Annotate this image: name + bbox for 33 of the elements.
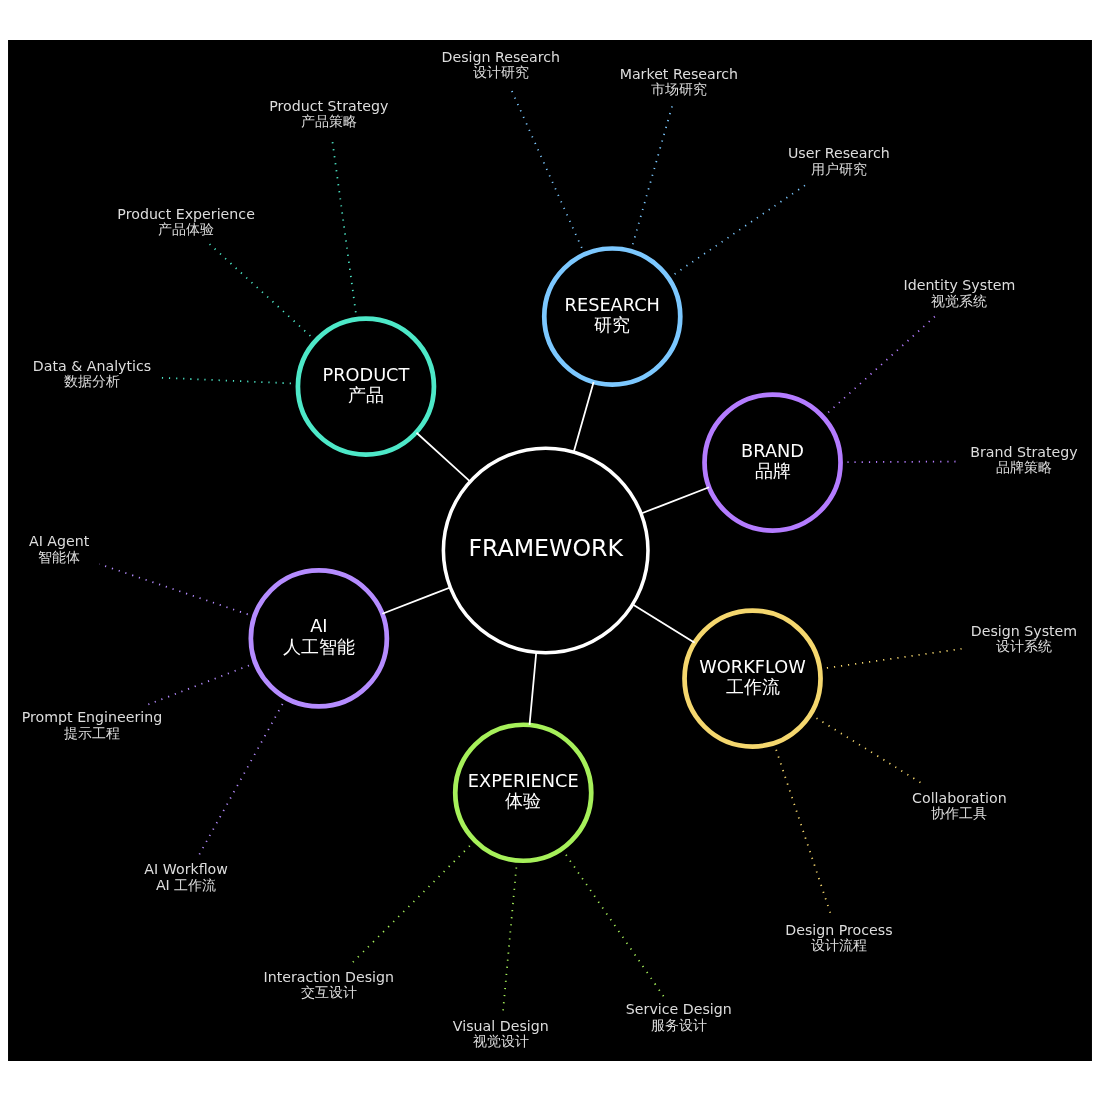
node-text: AI Agent 智能体 [28, 532, 90, 565]
node-text: Design Research 设计研究 [441, 48, 561, 80]
node-text: Design Process 设计流程 [785, 921, 893, 953]
connector [572, 380, 595, 453]
node-text: User Research 用户研究 [787, 144, 890, 177]
connector [640, 485, 710, 514]
connector [381, 586, 452, 615]
node-circle: FRAMEWORK [441, 445, 650, 655]
connector [415, 431, 471, 482]
node-text: Data & Analytics 数据分析 [32, 357, 152, 389]
node-text: Collaboration 协作工具 [912, 789, 1007, 821]
node-circle: PRODUCT 产品 [295, 315, 437, 457]
connector [146, 661, 257, 706]
connector [528, 651, 538, 726]
node-text: AI Workflow AI 工作流 [144, 860, 228, 893]
connector [208, 242, 317, 341]
node-text: Interaction Design 交互设计 [263, 968, 395, 1000]
node-text: Product Experience 产品体验 [117, 205, 255, 237]
node-circle: AI 人工智能 [248, 567, 390, 709]
connector [631, 603, 696, 644]
node-text: Prompt Engineering 提示工程 [21, 708, 163, 741]
node-text: Brand Strategy 品牌策略 [970, 443, 1078, 475]
node-circle: WORKFLOW 工作流 [682, 607, 823, 749]
node-circle: RESEARCH 研究 [541, 245, 683, 387]
node-text: Identity System 视觉系统 [903, 276, 1016, 309]
connector [349, 839, 476, 965]
node-text: Market Research 市场研究 [619, 65, 739, 97]
node-circle: BRAND 品牌 [702, 391, 843, 533]
node-text: Visual Design 视觉设计 [452, 1017, 549, 1049]
node-text: Product Strategy 产品策略 [269, 97, 389, 129]
node-circle: EXPERIENCE 体验 [452, 721, 594, 863]
node-text: Design System 设计系统 [970, 622, 1078, 654]
node-text: Service Design 服务设计 [625, 1000, 732, 1033]
